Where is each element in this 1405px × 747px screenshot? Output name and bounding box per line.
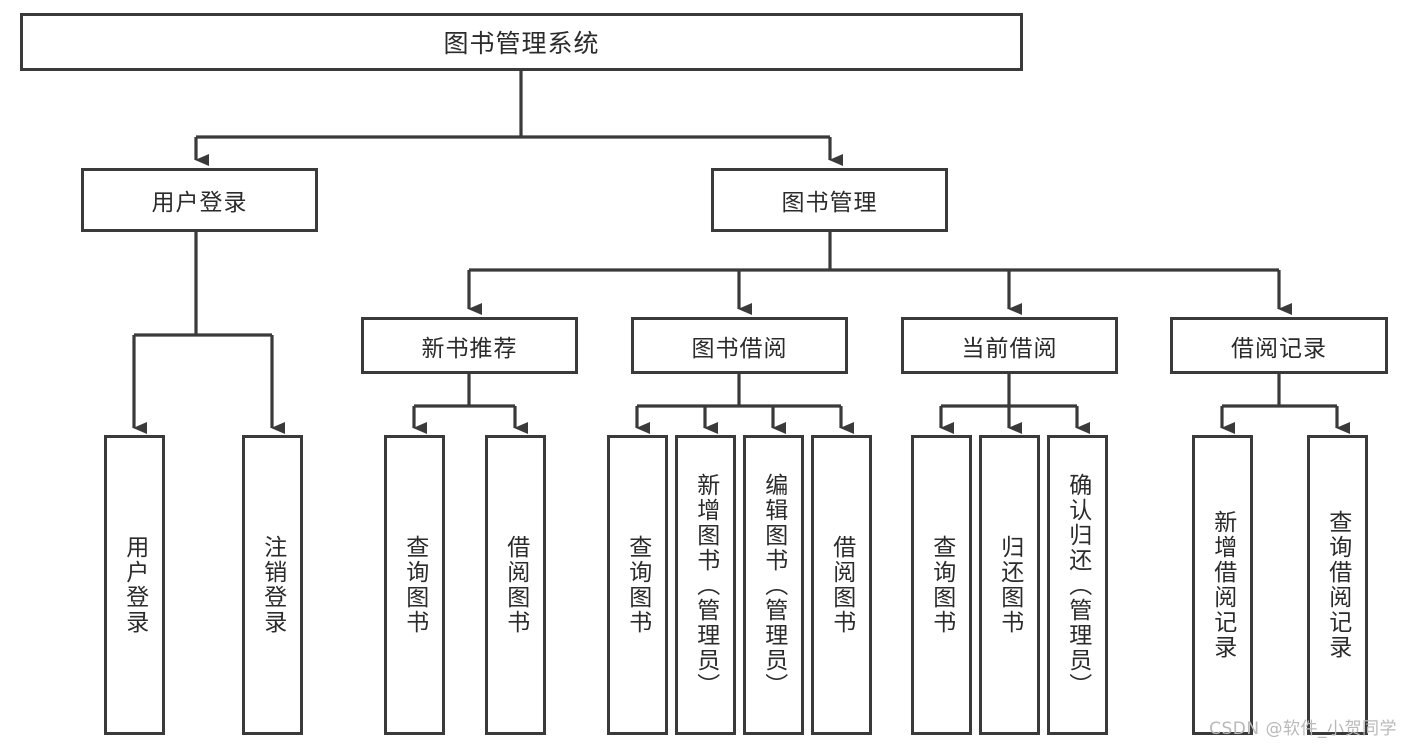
node-book-borrow-label: 图书借阅 [691,335,788,362]
node-leaf-add-book-admin[interactable]: 新增图书（管理员） [675,435,736,735]
node-current-borrow[interactable]: 当前借阅 [901,317,1118,374]
node-leaf-user-login[interactable]: 用户登录 [104,435,165,735]
node-leaf-borrow-book[interactable]: 借阅图书 [811,435,872,735]
node-leaf-confirm-return-admin-label: 确认归还（管理员） [1064,472,1091,698]
node-leaf-add-borrow-record[interactable]: 新增借阅记录 [1192,435,1253,735]
node-root[interactable]: 图书管理系统 [20,13,1023,71]
node-leaf-return-book[interactable]: 归还图书 [979,435,1040,735]
node-leaf-confirm-return-admin[interactable]: 确认归还（管理员） [1047,435,1108,735]
node-book-manage-label: 图书管理 [781,190,878,216]
node-leaf-add-borrow-record-label: 新增借阅记录 [1209,510,1236,660]
node-user-login[interactable]: 用户登录 [81,168,318,232]
node-leaf-query-borrow-record[interactable]: 查询借阅记录 [1307,435,1368,735]
node-leaf-query-book-new[interactable]: 查询图书 [384,435,445,735]
node-leaf-add-book-admin-label: 新增图书（管理员） [692,472,719,698]
node-leaf-query-book-current-label: 查询图书 [928,535,955,635]
node-root-label: 图书管理系统 [443,29,600,58]
node-leaf-edit-book-admin-label: 编辑图书（管理员） [760,472,787,698]
node-borrow-record[interactable]: 借阅记录 [1170,317,1388,374]
node-leaf-borrow-book-new-label: 借阅图书 [502,535,529,635]
node-new-book-recommend[interactable]: 新书推荐 [361,317,578,374]
node-leaf-borrow-book-new[interactable]: 借阅图书 [485,435,546,735]
node-book-manage[interactable]: 图书管理 [711,168,948,232]
node-leaf-borrow-book-label: 借阅图书 [828,535,855,635]
node-current-borrow-label: 当前借阅 [961,335,1058,362]
node-user-login-label: 用户登录 [151,190,248,216]
node-leaf-logout-label: 注销登录 [259,535,286,635]
node-leaf-return-book-label: 归还图书 [996,535,1023,635]
node-leaf-query-book-borrow[interactable]: 查询图书 [607,435,668,735]
watermark: CSDN @软件_小贺同学 [1209,719,1397,739]
node-book-borrow[interactable]: 图书借阅 [631,317,848,374]
node-leaf-query-book-current[interactable]: 查询图书 [911,435,972,735]
node-borrow-record-label: 借阅记录 [1231,335,1327,362]
node-leaf-query-book-new-label: 查询图书 [401,535,428,635]
node-new-book-recommend-label: 新书推荐 [421,335,518,362]
node-leaf-logout[interactable]: 注销登录 [242,435,303,735]
node-leaf-edit-book-admin[interactable]: 编辑图书（管理员） [743,435,804,735]
node-leaf-query-book-borrow-label: 查询图书 [624,535,651,635]
node-leaf-query-borrow-record-label: 查询借阅记录 [1324,510,1351,660]
node-leaf-user-login-label: 用户登录 [121,535,148,635]
